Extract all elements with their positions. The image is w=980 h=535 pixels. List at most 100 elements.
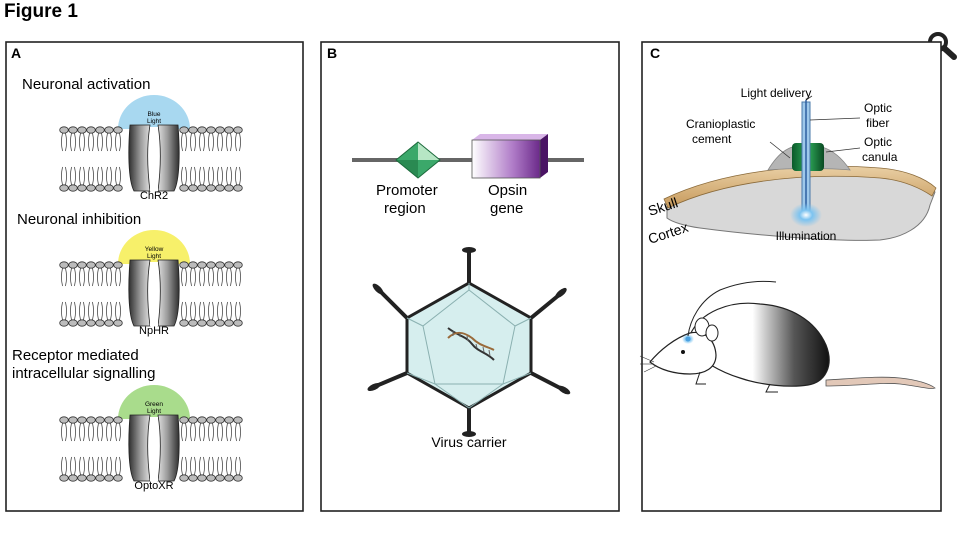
panel-a: A Neuronal activation Neuronal inhibitio… — [5, 41, 304, 512]
lipid-tail — [79, 267, 85, 287]
lipid-head — [86, 319, 96, 327]
lipid-head — [59, 319, 69, 327]
lipid-head — [113, 184, 123, 192]
rat-illustration — [639, 280, 936, 393]
lipid-tail — [97, 166, 103, 186]
lipid-head — [113, 319, 123, 327]
lipid-tail — [190, 456, 196, 476]
light-label: Light — [147, 253, 161, 260]
lipid-tail — [226, 132, 232, 152]
panel-c-frame — [641, 41, 942, 512]
lipid-tail — [226, 301, 232, 321]
lipid-head — [104, 474, 114, 482]
protein-label: OptoXR — [134, 480, 173, 492]
lipid-head — [206, 184, 216, 192]
lipid-head — [233, 416, 243, 424]
lipid-head — [68, 474, 78, 482]
lipid-tail — [115, 267, 121, 287]
lipid-head — [197, 319, 207, 327]
section-title: Neuronal activation — [22, 76, 150, 93]
lipid-head — [59, 474, 69, 482]
lipid-tail — [235, 132, 241, 152]
lipid-head — [179, 261, 189, 269]
lipid-tail — [97, 267, 103, 287]
lipid-tail — [79, 456, 85, 476]
lipid-head — [77, 474, 87, 482]
lipid-tail — [106, 422, 112, 442]
lipid-tail — [208, 267, 214, 287]
lipid-tail — [97, 456, 103, 476]
lipid-head — [104, 126, 114, 134]
lipid-tail — [88, 422, 94, 442]
lipid-head — [233, 184, 243, 192]
lipid-tail — [106, 132, 112, 152]
optic-fiber-label: fiber — [866, 116, 889, 130]
cement-label: cement — [692, 132, 732, 146]
lipid-tail — [199, 166, 205, 186]
lipid-head — [215, 474, 225, 482]
lipid-tail — [106, 301, 112, 321]
lipid-head — [95, 184, 105, 192]
lipid-head — [179, 184, 189, 192]
lipid-head — [68, 126, 78, 134]
lipid-head — [113, 474, 123, 482]
lipid-tail — [208, 422, 214, 442]
lipid-head — [104, 416, 114, 424]
optic-canula-label: Optic — [864, 135, 892, 149]
lipid-tail — [61, 456, 67, 476]
light-dome — [118, 230, 190, 264]
panel-b-letter: B — [327, 45, 337, 61]
membrane-unit — [59, 95, 243, 192]
optic-canula-label: canula — [862, 150, 898, 164]
opsin-gene-box — [471, 134, 548, 179]
lipid-head — [233, 126, 243, 134]
optic-fiber-label: Optic — [864, 101, 892, 115]
dna-helix-icon — [447, 327, 495, 361]
lipid-tail — [226, 267, 232, 287]
lipid-head — [197, 416, 207, 424]
lipid-head — [86, 126, 96, 134]
lipid-head — [224, 416, 234, 424]
lipid-tail — [115, 132, 121, 152]
lipid-tail — [181, 422, 187, 442]
lipid-head — [215, 184, 225, 192]
lipid-tail — [88, 132, 94, 152]
lipid-tail — [61, 267, 67, 287]
lipid-head — [104, 184, 114, 192]
lipid-head — [188, 319, 198, 327]
lipid-head — [77, 261, 87, 269]
lipid-head — [95, 319, 105, 327]
lipid-head — [206, 261, 216, 269]
lipid-tail — [115, 301, 121, 321]
lipid-head — [59, 261, 69, 269]
lipid-tail — [70, 456, 76, 476]
lipid-head — [197, 261, 207, 269]
lipid-tail — [88, 301, 94, 321]
panel-a-letter: A — [11, 45, 21, 61]
lipid-tail — [190, 422, 196, 442]
channel-pore — [150, 262, 158, 326]
lipid-tail — [235, 456, 241, 476]
lipid-tail — [199, 132, 205, 152]
channel-left — [128, 259, 151, 327]
promoter-label: Promoter — [376, 182, 438, 199]
lipid-tail — [199, 422, 205, 442]
membrane-unit — [59, 385, 243, 482]
panel-c-letter: C — [650, 45, 660, 61]
opsin-label: gene — [490, 200, 523, 217]
lipid-head — [95, 126, 105, 134]
lipid-tail — [61, 166, 67, 186]
lipid-tail — [235, 166, 241, 186]
light-dome — [118, 95, 190, 129]
lipid-head — [188, 261, 198, 269]
lipid-head — [233, 319, 243, 327]
channel-left — [128, 414, 151, 482]
promoter-diamond — [395, 141, 441, 179]
lipid-tail — [181, 166, 187, 186]
membrane-unit — [59, 230, 243, 327]
lipid-head — [215, 261, 225, 269]
lipid-head — [68, 261, 78, 269]
lipid-head — [113, 416, 123, 424]
lipid-head — [233, 261, 243, 269]
lipid-tail — [61, 301, 67, 321]
